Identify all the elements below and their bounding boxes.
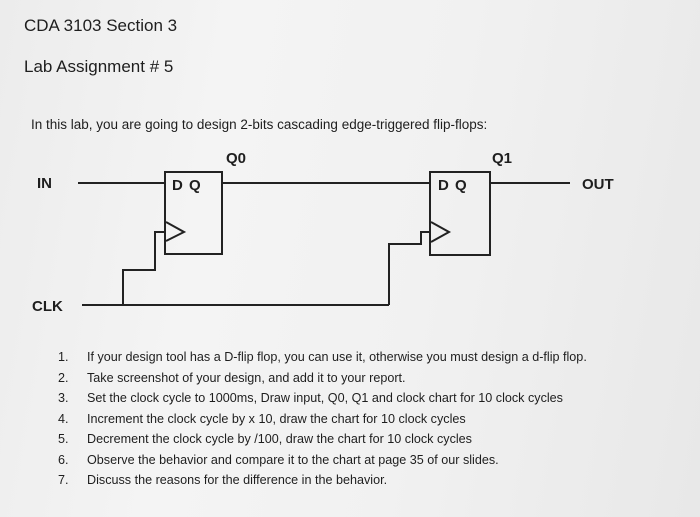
step-text: Increment the clock cycle by x 10, draw … bbox=[87, 411, 466, 426]
course-title: CDA 3103 Section 3 bbox=[24, 16, 178, 35]
list-item: 7. Discuss the reasons for the difference… bbox=[58, 470, 587, 491]
step-number: 2. bbox=[58, 370, 69, 385]
clk-branch-ff1 bbox=[122, 231, 166, 305]
ff1-box bbox=[164, 171, 223, 255]
list-item: 3. Set the clock cycle to 1000ms, Draw in… bbox=[58, 388, 587, 409]
step-number: 4. bbox=[58, 411, 69, 426]
step-text: Discuss the reasons for the difference i… bbox=[87, 473, 388, 487]
list-item: 4. Increment the clock cycle by x 10, dra… bbox=[58, 409, 587, 430]
q1-label: Q1 bbox=[492, 150, 513, 167]
ff2-clock-triangle bbox=[430, 221, 452, 243]
step-text: Observe the behavior and compare it to t… bbox=[87, 452, 499, 467]
assignment-title: Lab Assignment # 5 bbox=[24, 57, 174, 76]
clk-label: CLK bbox=[32, 298, 63, 315]
ff2-dq-label: D Q bbox=[438, 177, 468, 194]
list-item: 1. If your design tool has a D-flip flop,… bbox=[58, 347, 587, 368]
step-number: 7. bbox=[58, 473, 69, 487]
step-number: 5. bbox=[58, 432, 69, 446]
in-label: IN bbox=[37, 175, 52, 192]
steps-list: 1. If your design tool has a D-flip flop,… bbox=[58, 347, 587, 491]
step-text: Decrement the clock cycle by /100, draw … bbox=[87, 432, 472, 446]
step-number: 3. bbox=[58, 391, 69, 405]
list-item: 6. Observe the behavior and compare it to… bbox=[58, 450, 587, 471]
step-text: Set the clock cycle to 1000ms, Draw inpu… bbox=[87, 391, 563, 405]
step-text: Take screenshot of your design, and add … bbox=[87, 370, 406, 385]
step-text: If your design tool has a D-flip flop, y… bbox=[87, 350, 587, 364]
ff2-box bbox=[429, 171, 491, 256]
step-number: 1. bbox=[58, 350, 69, 364]
list-item: 2. Take screenshot of your design, and ad… bbox=[58, 368, 587, 389]
q0-label: Q0 bbox=[226, 150, 247, 167]
ff1-clock-triangle bbox=[165, 221, 187, 242]
ff1-dq-label: D Q bbox=[172, 177, 202, 194]
intro-text: In this lab, you are going to design 2-b… bbox=[31, 117, 488, 132]
step-number: 6. bbox=[58, 452, 69, 467]
clk-branch-ff2 bbox=[388, 231, 431, 305]
list-item: 5. Decrement the clock cycle by /100, dra… bbox=[58, 429, 587, 450]
out-label: OUT bbox=[582, 176, 614, 193]
